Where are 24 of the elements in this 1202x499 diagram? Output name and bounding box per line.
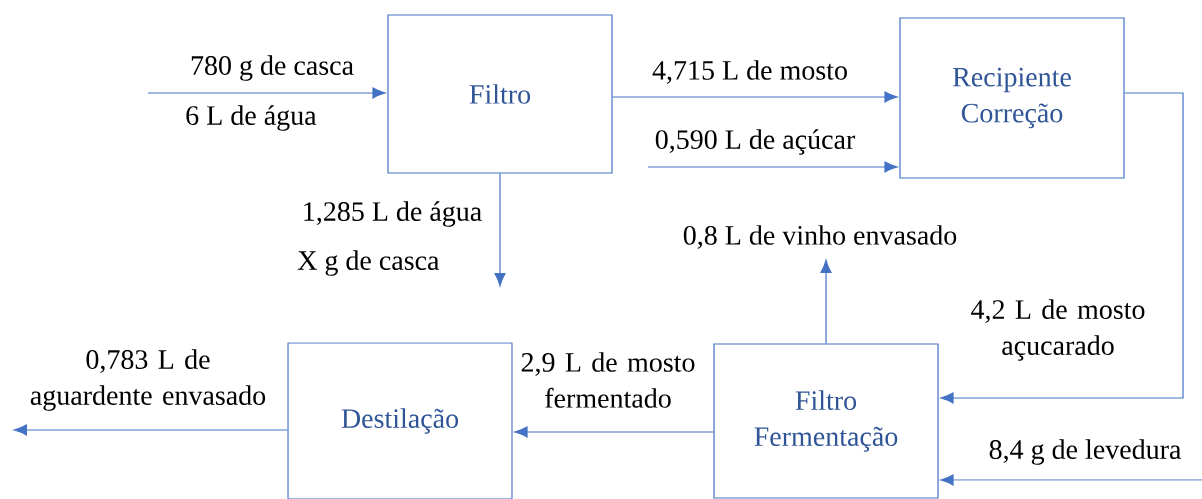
arrow: [13, 424, 288, 436]
arrow: [647, 161, 898, 173]
edge-label: 4,715 L de mosto: [652, 60, 847, 84]
arrow: [940, 474, 1202, 486]
arrow: [940, 92, 1184, 404]
edge-label: 1,285 L de água: [304, 201, 482, 227]
flow-label: X g de casca: [297, 250, 440, 276]
arrow: [514, 426, 714, 438]
edge-label: 4,2 L de mosto açucarado: [971, 299, 1145, 361]
edge-label: 780 g de casca: [191, 55, 354, 81]
edge-label: 2,9 L de mosto fermentado: [521, 352, 695, 408]
edge-label: 0,783 L de aguardente envasado: [30, 349, 266, 411]
process-box: Recipiente Correção: [899, 17, 1125, 179]
arrow: [612, 91, 898, 103]
arrow: [147, 87, 386, 99]
edge-label: 0,8 L de vinho envasado: [683, 225, 957, 249]
process-box: Destilação: [287, 342, 513, 499]
process-box: Filtro Fermentação: [713, 343, 939, 499]
edge-label: 8,4 g de levedura: [989, 439, 1182, 465]
edge-label: 0,590 L de açúcar: [655, 129, 856, 155]
flow-label: 6 L de água: [186, 105, 317, 131]
arrow: [494, 173, 506, 287]
arrow: [820, 259, 832, 344]
process-box: Filtro: [387, 14, 613, 174]
